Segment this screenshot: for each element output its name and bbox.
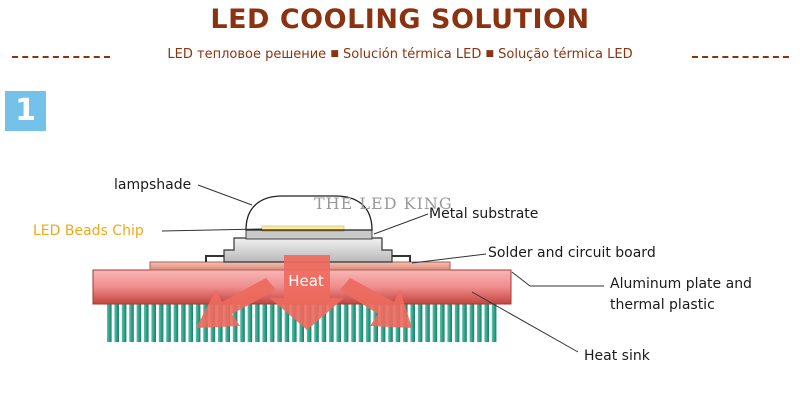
heat-arrow-left [196,278,276,328]
heat-sink-fin [425,303,430,342]
subtitle-portuguese: Solução térmica LED [498,47,633,62]
heat-sink-fin [181,303,186,342]
heat-sink-fin [129,303,134,342]
label-aluminum-plate-line2: thermal plastic [610,297,715,313]
label-heat-sink: Heat sink [584,348,650,364]
heat-sink-fin [329,303,334,342]
heat-sink-fin [240,303,245,342]
heat-sink-fin [121,303,127,342]
leader-heat-sink [471,291,579,353]
heat-sink-fin [440,303,445,342]
heat-sink-fin [454,303,460,342]
leader-solder-board [411,253,487,264]
heat-sink-fin [462,303,467,342]
leader-lampshade [197,184,253,206]
heat-sink-fin [262,303,267,342]
heat-sink-fin [151,303,156,342]
subtitle-spanish: Solución térmica LED [342,47,482,62]
heat-sink-fin [292,303,297,342]
heat-sink-fin [351,303,356,342]
led-package-body [223,237,393,263]
subtitle-bar: LED тепловое решение ■ Solución térmica … [0,47,800,67]
left-lead [205,255,224,262]
heat-sink-fin [321,303,327,342]
heat-sink-fin [447,303,452,342]
heat-sink-fin [166,303,171,342]
heat-sink-fin [247,303,253,342]
heat-sink-fin [491,303,497,342]
heat-sink-fin [269,303,275,342]
step-number-badge: 1 [5,91,46,131]
label-solder-board: Solder and circuit board [488,245,656,261]
heat-sink-fin [358,303,364,342]
subtitle-russian: LED тепловое решение [167,47,327,62]
heat-sink-fin [114,303,119,342]
heat-sink-fin [188,303,193,342]
heat-sink-fin [410,303,415,342]
heat-sink-fin [255,303,260,342]
heat-sink-fin [277,303,282,342]
leader-led-beads-chip [161,228,263,232]
page-title: LED COOLING SOLUTION [210,4,590,35]
heat-sink-fin [469,303,475,342]
heat-sink-fin [195,303,201,342]
dashed-divider-left [12,56,110,58]
dashed-divider-right [692,56,789,58]
heat-sink-fin [144,303,149,342]
heat-sink-fin [366,303,371,342]
label-led-beads-chip: LED Beads Chip [33,223,144,239]
heat-label: Heat [288,272,324,290]
watermark-text: THE LED KING [314,194,453,213]
subtitle: LED тепловое решение ■ Solución térmica … [114,47,686,62]
heat-sink-fin [107,303,112,342]
heat-sink-fin [173,303,179,342]
lampshade-dome [245,195,373,231]
square-separator-icon: ■ [330,49,339,59]
heat-sink-fin [336,303,341,342]
heat-sink-fin [417,303,423,342]
heat-sink-fin [477,303,482,342]
heat-sink-fin [343,303,349,342]
heat-sink-fin [158,303,164,342]
heat-sink-fin [136,303,142,342]
label-lampshade: lampshade [114,177,192,193]
heat-sink-fin [484,303,489,342]
label-metal-substrate: Metal substrate [429,206,539,222]
heat-sink-fin [284,303,290,342]
heat-sink-fin [314,303,319,342]
heat-arrow-down [270,255,344,330]
label-aluminum-plate-line1: Aluminum plate and [610,276,752,292]
leader-aluminum-plate [511,271,604,287]
heat-sink-fin [432,303,438,342]
square-separator-icon: ■ [485,49,494,59]
heat-arrow-right [340,278,412,328]
right-lead [392,255,411,262]
leader-metal-substrate [373,213,429,235]
